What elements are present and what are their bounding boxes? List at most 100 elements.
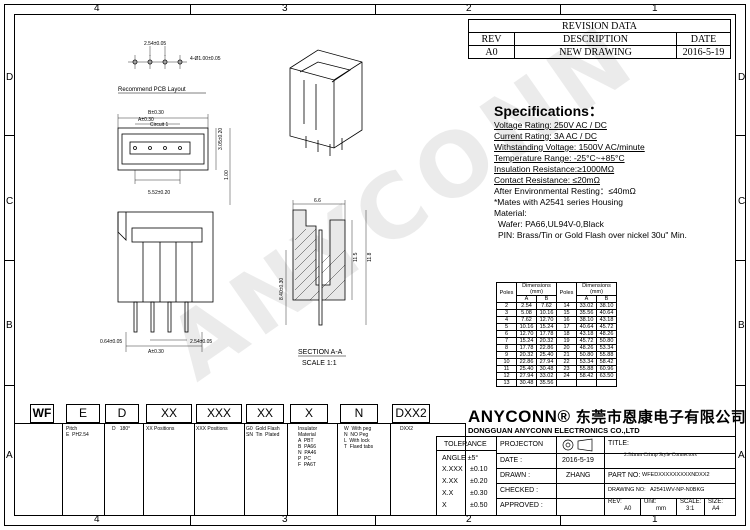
spec-line: *Mates with A2541 series Housing xyxy=(494,197,623,207)
part-no-value: WFEDXXXXXXXXXNDXX2 xyxy=(642,472,710,478)
material-title: Material: xyxy=(494,208,527,218)
revision-date: 2016-5-19 xyxy=(676,45,731,59)
pn-desc-peg: W With peg N NO Peg L With lock T Flaed … xyxy=(344,426,374,450)
pn-desc-plating: G0 Gold Flash SN Tin Plated xyxy=(246,426,280,438)
part-no-label: PART NO: xyxy=(608,472,641,479)
dims-cell: 10 xyxy=(496,358,517,366)
section-view xyxy=(285,200,367,357)
pcb-hole-pattern xyxy=(128,46,187,69)
zone-tick xyxy=(375,516,376,526)
pn-desc-positions-2: XXX Positions xyxy=(196,426,228,432)
dims-cell: 2 xyxy=(496,302,517,310)
zone-bottom-3: 3 xyxy=(282,514,288,525)
dims-cell: 33.02 xyxy=(576,302,597,310)
dims-cell: 17.78 xyxy=(536,330,557,338)
dim-a-label: A±0.30 xyxy=(138,117,154,123)
pn-box-series: WF xyxy=(30,404,54,423)
rev-label: REV: xyxy=(608,499,622,505)
scale-label: SCALE 1:1 xyxy=(302,360,337,367)
dims-cell: 15.24 xyxy=(536,323,557,331)
dims-cell: 22 xyxy=(556,358,577,366)
angle-label: ANGLE ±5° xyxy=(442,455,479,462)
dims-cell: 20 xyxy=(556,344,577,352)
divider xyxy=(337,423,338,516)
size-value: A4 xyxy=(712,506,720,512)
company-name: ANYCONN® xyxy=(468,407,571,426)
pn-desc-direction: D 180° xyxy=(112,426,131,432)
dims-cell: 50.80 xyxy=(576,351,597,359)
material: Material: Wafer: PA66,UL94V-0,Black PIN:… xyxy=(494,208,687,241)
divider xyxy=(104,423,105,516)
zone-tick xyxy=(560,516,561,526)
company-name-cn: 东莞市恩康电子有限公司 xyxy=(575,409,747,426)
tol-key: X xyxy=(442,502,447,509)
dims-cell: 55.88 xyxy=(576,365,597,373)
spec-line: Current Rating: 3A AC / DC xyxy=(494,131,597,141)
isometric-view xyxy=(289,49,363,156)
dims-cell: 7 xyxy=(496,337,517,345)
drawing-frame-inner xyxy=(14,14,736,516)
tb-divider xyxy=(496,453,736,454)
dim-840-label: 8.40±0.30 xyxy=(279,278,285,300)
front-view xyxy=(117,211,214,352)
zone-right-a: A xyxy=(738,450,745,461)
divider xyxy=(194,423,195,516)
tol-key: X.XXX xyxy=(442,466,463,473)
dims-cell: 6 xyxy=(496,330,517,338)
tb-divider xyxy=(496,498,736,499)
divider xyxy=(62,423,63,516)
dims-cell: 4 xyxy=(496,316,517,324)
dims-cell: 43.18 xyxy=(596,316,617,324)
dims-cell: 40.64 xyxy=(596,309,617,317)
drawn-value: ZHANG xyxy=(566,472,591,479)
date-label: DATE : xyxy=(500,457,523,464)
dims-cell: 50.80 xyxy=(596,337,617,345)
zone-tick xyxy=(375,4,376,14)
zone-tick xyxy=(736,260,746,261)
zone-tick xyxy=(4,385,14,386)
zone-tick xyxy=(190,4,191,14)
divider xyxy=(390,423,391,516)
spec-line: After Environmental Resting：≤40mΩ xyxy=(494,186,636,196)
tol-key: X.XX xyxy=(442,478,458,485)
zone-top-3: 3 xyxy=(282,3,288,14)
dims-cell: 40.64 xyxy=(576,323,597,331)
zone-tick xyxy=(4,260,14,261)
zone-tick xyxy=(4,135,14,136)
dims-cell: 30.48 xyxy=(516,379,537,387)
approved-label: APPROVED : xyxy=(500,502,543,509)
tb-divider xyxy=(496,483,736,484)
pn-desc-suffix: DXX2 xyxy=(400,426,414,432)
drawing-no-label: DRAWING NO: xyxy=(608,487,646,493)
dimensions-table: Poles Dimensions (mm) Poles Dimensions (… xyxy=(496,282,617,387)
title-label: TITLE: xyxy=(608,440,630,447)
tb-divider xyxy=(496,468,736,469)
dim-pitch-label: 2.54±0.05 xyxy=(144,41,166,47)
pn-box-positions-2: XXX xyxy=(196,404,242,423)
specifications: Specifications： Voltage Rating: 250V AC … xyxy=(494,103,645,208)
zone-right-c: C xyxy=(738,196,746,207)
zone-bottom-1: 1 xyxy=(652,514,658,525)
dims-cell: 14 xyxy=(556,302,577,310)
dims-cell: 17.78 xyxy=(516,344,537,352)
dims-subheader: A xyxy=(576,295,597,303)
dims-cell xyxy=(556,379,577,387)
dims-cell: 12 xyxy=(496,372,517,380)
specs-title: Specifications： xyxy=(494,103,603,119)
zone-tick xyxy=(560,4,561,14)
zone-left-c: C xyxy=(6,196,14,207)
spec-line: Withstanding Voltage: 1500V AC/minute xyxy=(494,142,645,152)
tol-value: ±0.20 xyxy=(470,478,488,485)
dims-subheader: B xyxy=(536,295,557,303)
scale-value: 3:1 xyxy=(686,506,695,512)
zone-bottom-2: 2 xyxy=(466,514,472,525)
dims-cell: 35.56 xyxy=(536,379,557,387)
dims-header: Dimensions (mm) xyxy=(576,282,617,296)
dims-cell: 38.10 xyxy=(576,316,597,324)
dims-cell: 25.40 xyxy=(516,365,537,373)
zone-tick xyxy=(736,385,746,386)
zone-top-2: 2 xyxy=(466,3,472,14)
